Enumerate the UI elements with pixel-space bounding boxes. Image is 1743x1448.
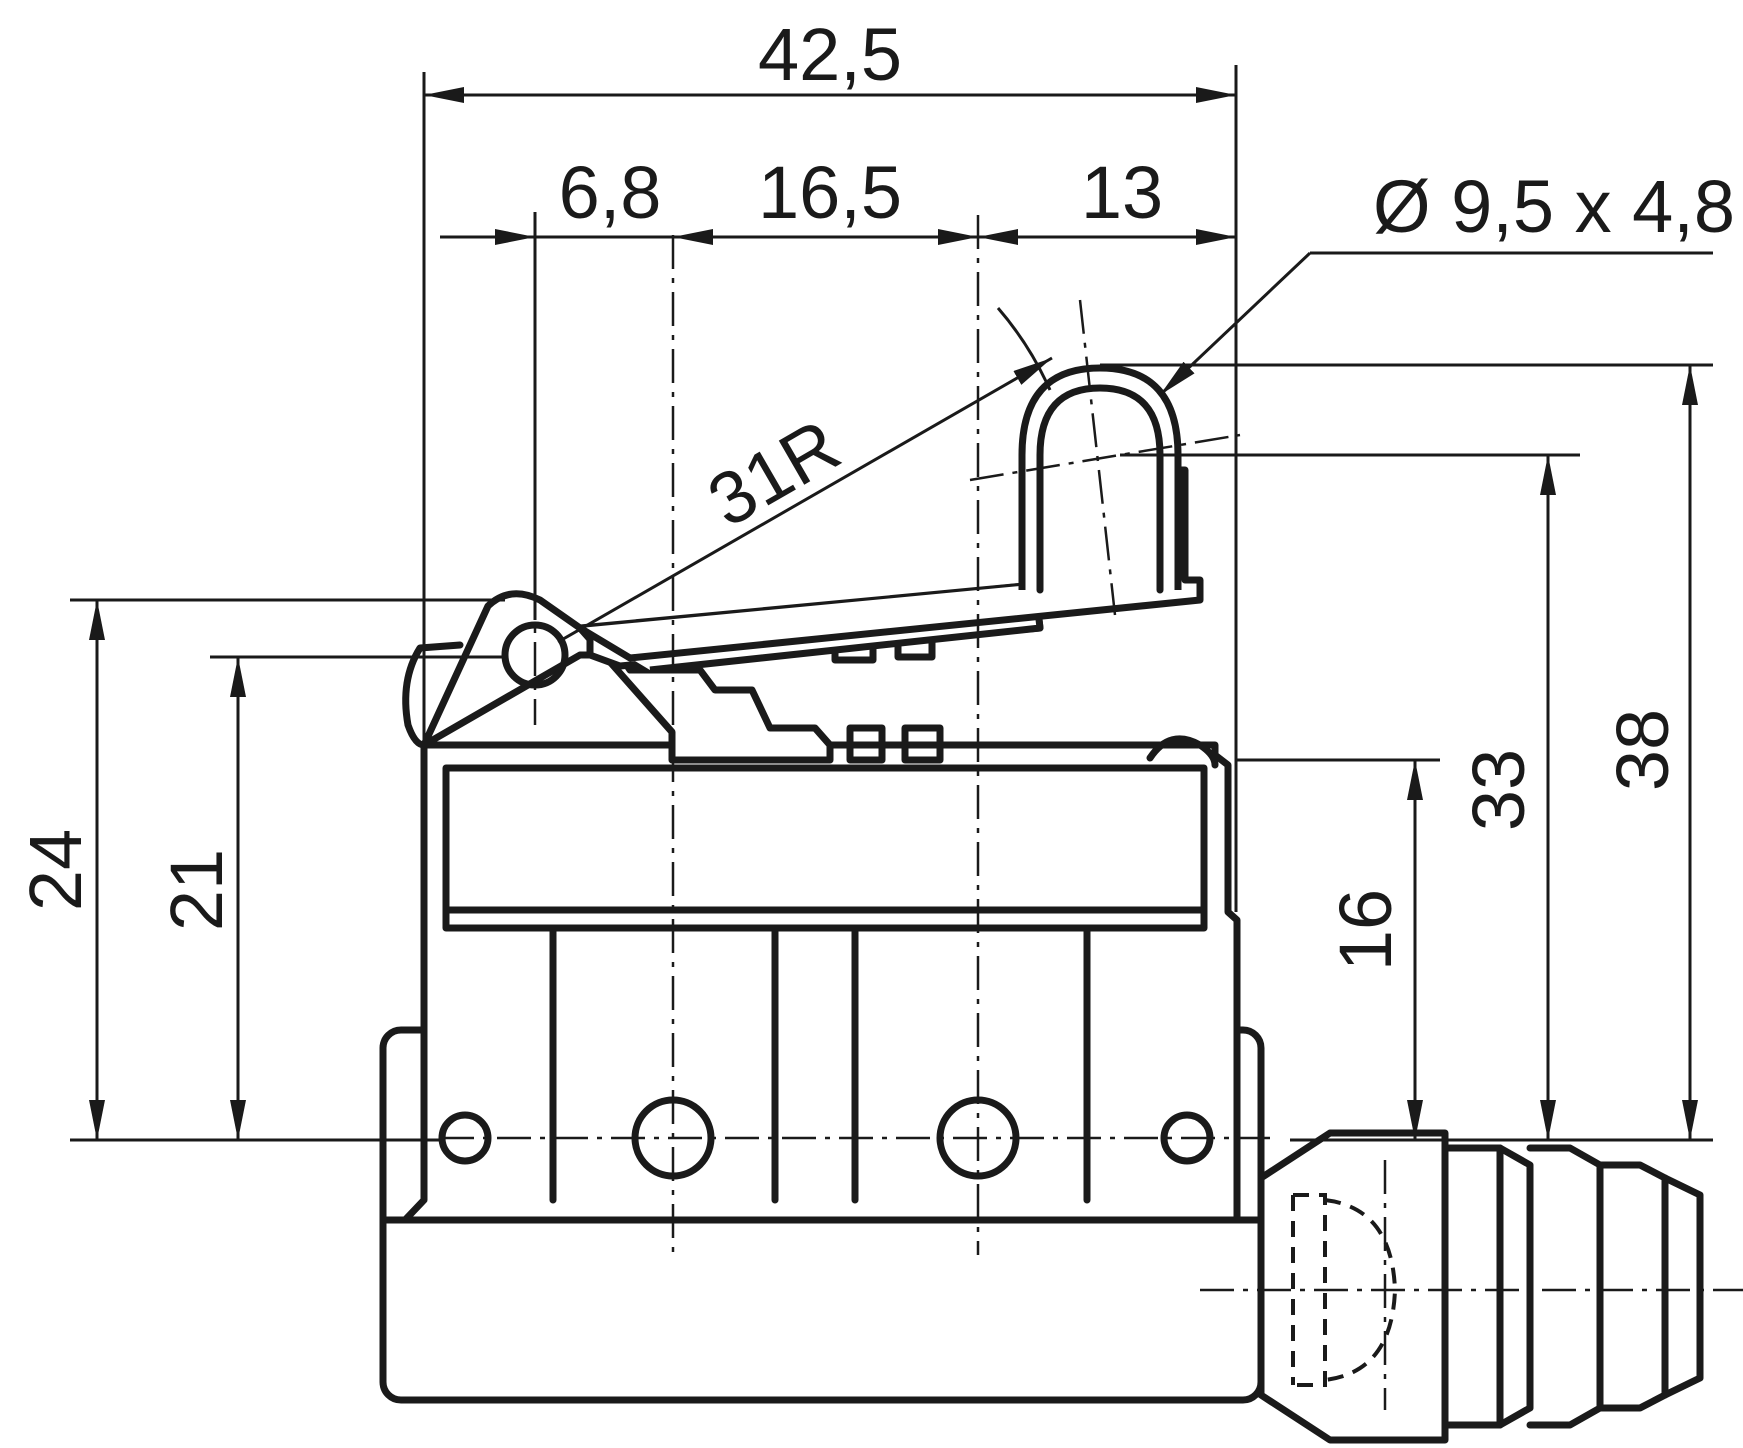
- dim-text-16-5: 16,5: [758, 151, 902, 234]
- dim-text-13: 13: [1081, 151, 1163, 234]
- dim-text-38: 38: [1601, 709, 1684, 791]
- center-lines: [440, 215, 1743, 1410]
- dim-text-16: 16: [1324, 889, 1407, 971]
- dim-overall-width: 42,5: [422, 13, 1238, 912]
- dim-left-heights: 24 21: [14, 598, 505, 1142]
- dim-text-6-8: 6,8: [559, 151, 662, 234]
- dim-text-33: 33: [1457, 749, 1540, 831]
- dim-horizontal-chain: 6,8 16,5 13: [440, 151, 1236, 620]
- dim-text-24: 24: [14, 829, 97, 911]
- dim-text-42-5: 42,5: [758, 13, 902, 96]
- dim-text-21: 21: [155, 849, 238, 931]
- dim-text-roller-size: Ø 9,5 x 4,8: [1373, 165, 1735, 248]
- dim-roller-diameter: Ø 9,5 x 4,8: [1158, 165, 1735, 397]
- dim-right-heights: 16 33 38: [1100, 363, 1713, 1142]
- lever-assembly: [402, 364, 1204, 764]
- connector: [1257, 1129, 1704, 1444]
- dim-text-31r: 31R: [694, 403, 853, 543]
- switch-body: [379, 735, 1265, 1404]
